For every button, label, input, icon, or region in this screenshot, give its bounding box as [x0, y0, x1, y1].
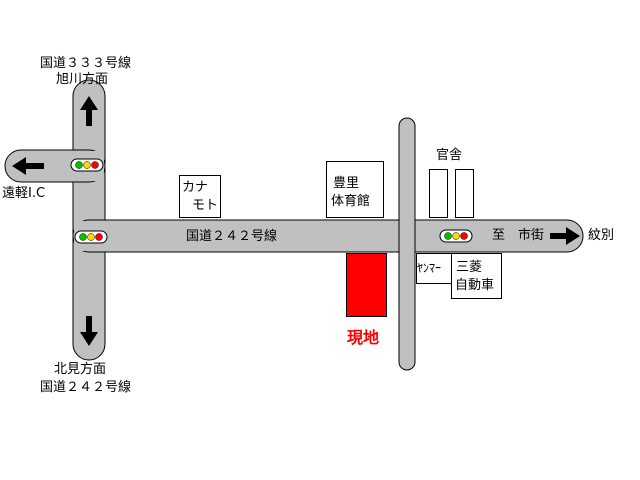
label-kitami: 北見方面 [54, 362, 107, 377]
building-kanamoto-line2: モト [192, 198, 219, 213]
building-yanmar-label: ﾔﾝﾏｰ [417, 261, 442, 275]
label-asahikawa: 旭川方面 [56, 72, 109, 87]
building-kansha-label: 官舎 [436, 148, 463, 163]
label-route333: 国道３３３号線 [40, 56, 132, 71]
building-mitsubishi-line2: 自動車 [455, 278, 495, 293]
building-kanamoto: カナ モト [179, 175, 221, 218]
arrow-up-icon [80, 96, 98, 126]
building-mitsubishi-line1: 三菱 [456, 260, 483, 275]
building-kansha-2 [455, 169, 474, 218]
label-engaru-ic: 遠軽I.C [2, 186, 46, 201]
arrow-left-icon [12, 157, 44, 175]
site-location [346, 253, 387, 317]
building-yanmar: ﾔﾝﾏｰ [416, 253, 453, 284]
label-monbetsu: 紋別 [588, 228, 615, 243]
arrow-down-icon [80, 316, 98, 346]
site-label: 現地 [347, 328, 380, 347]
building-mitsubishi: 三菱 自動車 [451, 253, 502, 299]
arrow-right-icon [550, 227, 580, 245]
label-route242-main: 国道２４２号線 [186, 229, 278, 244]
building-toyosato-line1: 豊里 [333, 176, 360, 191]
building-kanamoto-line1: カナ [182, 180, 209, 195]
label-route242-south: 国道２４２号線 [40, 380, 132, 395]
building-toyosato-line2: 体育館 [331, 194, 371, 209]
traffic-light-icon [74, 230, 108, 244]
road-route242-main [72, 219, 584, 253]
building-toyosato-gym: 豊里 体育館 [326, 161, 384, 218]
traffic-light-icon [439, 229, 473, 243]
building-kansha-1 [429, 169, 448, 218]
label-to-city: 至 市街 [492, 228, 545, 243]
traffic-light-icon [70, 158, 104, 172]
